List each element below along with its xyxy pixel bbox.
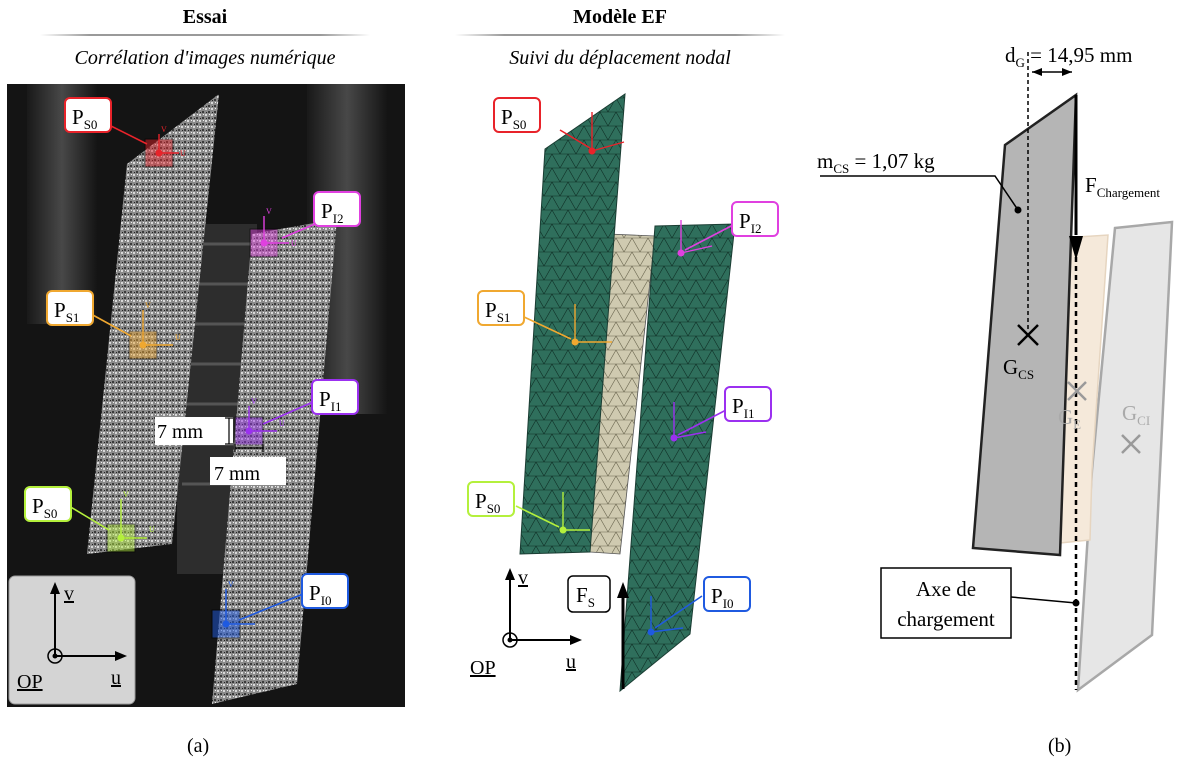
dic-zone-pi2: V U: [249, 207, 297, 258]
svg-text:dG = 14,95 mm: dG = 14,95 mm: [1005, 43, 1132, 70]
fe-subtitle: Suivi du déplacement nodal: [509, 47, 731, 69]
svg-text:PS0: PS0: [72, 105, 97, 132]
axis-frame-fe: v u OP: [470, 567, 582, 679]
svg-text:FS: FS: [576, 583, 595, 610]
svg-text:u: u: [111, 667, 121, 689]
fe-model: PS0 PI2 PS1 PI1 PS0 PI0 FS v u OP: [467, 92, 779, 693]
label-ps0-top: PS0: [64, 97, 112, 133]
lower-substrate-shape: [1076, 220, 1174, 693]
dic-photo: V U V U V U V U V U V: [7, 84, 405, 707]
svg-text:PS0: PS0: [475, 489, 500, 516]
svg-text:7 mm: 7 mm: [157, 421, 204, 443]
fe-label-pi1: PI1: [724, 386, 772, 422]
svg-text:V: V: [123, 490, 129, 499]
svg-text:PI1: PI1: [319, 387, 342, 414]
caption-a: (a): [187, 735, 210, 757]
fe-label-pi2: PI2: [731, 201, 779, 237]
test-title: Essai: [182, 6, 228, 28]
svg-text:V: V: [251, 397, 257, 406]
svg-text:GCS: GCS: [1003, 355, 1034, 382]
dimension-horizontal: 7 mm: [210, 444, 286, 485]
dg-dimension: dG = 14,95 mm: [1005, 43, 1132, 76]
svg-text:v: v: [64, 583, 74, 605]
label-pi0: PI0: [301, 573, 349, 609]
fe-label-ps0-top: PS0: [493, 97, 541, 133]
svg-text:U: U: [279, 419, 285, 428]
dimension-vertical: 7 mm: [155, 417, 233, 445]
svg-text:PI2: PI2: [739, 209, 762, 236]
svg-text:u: u: [566, 651, 576, 673]
label-ps1: PS1: [46, 290, 94, 326]
svg-text:U: U: [175, 333, 181, 342]
fe-node-ps0-bottom: [515, 492, 590, 534]
dic-zone-pi1: V U: [234, 397, 285, 446]
svg-text:FChargement: FChargement: [1085, 173, 1160, 200]
svg-text:PS1: PS1: [54, 298, 79, 325]
fe-label-ps1: PS1: [477, 290, 525, 326]
fe-title-rule: [455, 34, 785, 36]
svg-text:V: V: [266, 207, 272, 216]
svg-text:PI2: PI2: [321, 199, 344, 226]
gcs-marker: GCS: [1003, 324, 1039, 382]
caption-b: (b): [1048, 735, 1072, 757]
force-label: FChargement: [1085, 173, 1160, 200]
fe-node-ps1: [521, 304, 612, 346]
fe-title: Modèle EF: [573, 6, 667, 28]
upper-substrate: [87, 94, 219, 554]
fe-node-pi0: [647, 595, 703, 636]
leader-arrows: [68, 123, 316, 621]
fe-node-ps0-top: [559, 112, 625, 155]
fe-label-ps0-bottom: PS0: [467, 481, 515, 517]
label-pi1: PI1: [311, 379, 359, 415]
svg-text:OP: OP: [470, 657, 496, 679]
svg-text:OP: OP: [17, 671, 43, 693]
dic-zone-ps0-bottom: V U: [106, 490, 155, 553]
svg-text:V: V: [161, 125, 167, 134]
svg-text:PS1: PS1: [485, 298, 510, 325]
svg-text:U: U: [180, 149, 186, 158]
svg-text:v: v: [518, 567, 528, 589]
svg-text:U: U: [149, 525, 155, 534]
label-pi2: PI2: [313, 191, 361, 227]
svg-text:PI1: PI1: [732, 394, 755, 421]
upper-substrate-shape: [971, 92, 1078, 557]
mass-label: mCS = 1,07 kg: [817, 149, 1022, 214]
svg-text:PS0: PS0: [501, 105, 526, 132]
svg-text:GE: GE: [1058, 405, 1081, 432]
svg-text:PS0: PS0: [32, 494, 57, 521]
svg-text:Axe de: Axe de: [916, 577, 976, 601]
svg-text:V: V: [228, 580, 234, 589]
gci-marker: GCI: [1121, 401, 1150, 454]
fe-label-pi0: PI0: [703, 576, 751, 612]
lower-substrate-mesh: [619, 223, 736, 693]
ge-marker: GE: [1058, 381, 1087, 432]
svg-text:U: U: [291, 239, 297, 248]
dic-zone-ps0-top: V U: [144, 125, 186, 168]
svg-text:PI0: PI0: [309, 581, 332, 608]
test-title-rule: [40, 34, 370, 36]
svg-text:GCI: GCI: [1122, 401, 1150, 428]
load-axis-label: Axe de chargement: [880, 567, 1080, 639]
test-subtitle: Corrélation d'images numérique: [74, 47, 336, 69]
dic-zone-ps1: V U: [128, 301, 181, 360]
axis-frame-test: v u OP: [8, 575, 136, 705]
load-axis-schematic: dG = 14,95 mm mCS = 1,07 kg FChargement …: [817, 43, 1174, 693]
upper-substrate-mesh: [519, 92, 626, 555]
label-ps0-bottom: PS0: [24, 486, 72, 522]
applied-force-fs: FS: [567, 575, 629, 689]
fe-node-pi2: [677, 220, 736, 257]
svg-text:PI0: PI0: [711, 584, 734, 611]
svg-text:mCS = 1,07 kg: mCS = 1,07 kg: [817, 149, 935, 176]
svg-text:V: V: [145, 301, 151, 310]
svg-text:chargement: chargement: [897, 607, 995, 631]
fe-node-pi1: [670, 402, 729, 442]
svg-text:7 mm: 7 mm: [214, 463, 261, 485]
dic-zone-pi0: V: [211, 580, 255, 639]
